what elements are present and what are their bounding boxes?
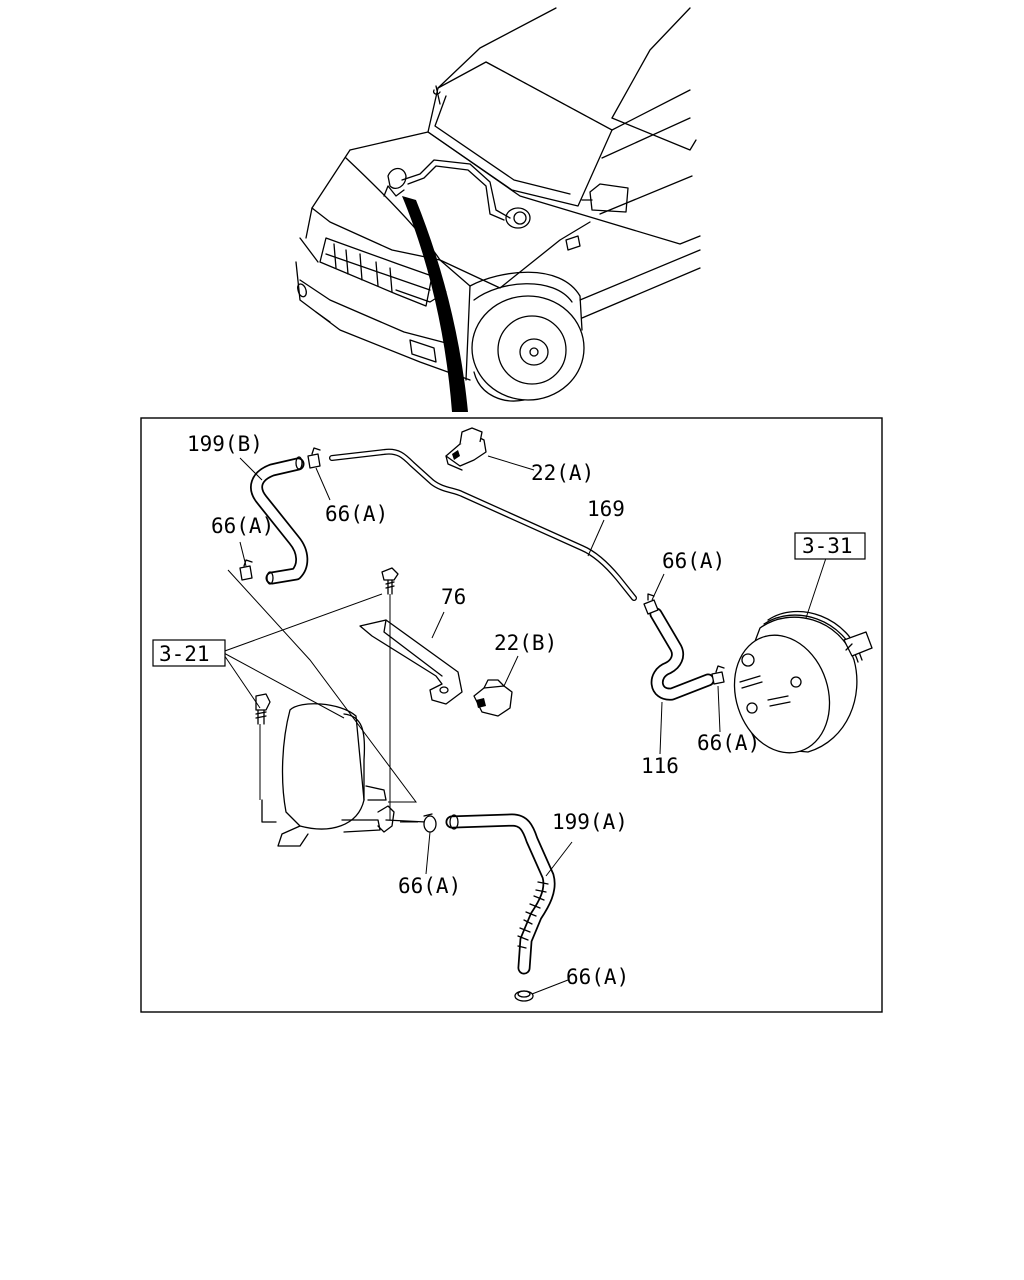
bolt-left — [255, 693, 271, 725]
clip-66a-right-top — [643, 593, 659, 615]
pipe-169 — [329, 448, 637, 601]
label-22a: 22(A) — [531, 461, 594, 485]
label-199a: 199(A) — [552, 810, 628, 834]
label-66a-tank: 66(A) — [398, 874, 461, 898]
label-66a-right-top: 66(A) — [662, 549, 725, 573]
ref-3-21-box — [152, 639, 226, 667]
label-66a-top: 66(A) — [325, 502, 388, 526]
label-66a-booster: 66(A) — [697, 731, 760, 755]
clip-66a-booster — [711, 665, 725, 685]
hose-116 — [649, 607, 715, 701]
label-116: 116 — [641, 754, 679, 778]
hose-199a — [445, 813, 556, 975]
label-66a-bottom: 66(A) — [566, 965, 629, 989]
leader-lines — [221, 455, 827, 995]
brake-booster — [733, 610, 873, 754]
ref-3-31-box — [794, 532, 866, 560]
label-169: 169 — [587, 497, 625, 521]
bracket-76 — [359, 619, 463, 705]
clip-66a-top — [307, 447, 321, 469]
bracket-22b — [473, 679, 513, 717]
label-22b: 22(B) — [494, 631, 557, 655]
vehicle-illustration — [295, 7, 701, 412]
bracket-22a — [445, 427, 487, 471]
vacuum-tank — [261, 703, 427, 847]
clip-66a-bottom — [514, 990, 534, 1002]
label-66a-left: 66(A) — [211, 514, 274, 538]
hose-199b — [250, 456, 309, 585]
detail-frame — [140, 417, 883, 1013]
label-3-21: 3-21 — [159, 642, 210, 666]
label-199b: 199(B) — [187, 432, 263, 456]
clip-66a-left — [239, 559, 253, 581]
clip-66a-tank — [423, 813, 437, 833]
label-76: 76 — [441, 585, 466, 609]
label-3-31: 3-31 — [802, 534, 853, 558]
bolt-upper — [381, 567, 399, 595]
